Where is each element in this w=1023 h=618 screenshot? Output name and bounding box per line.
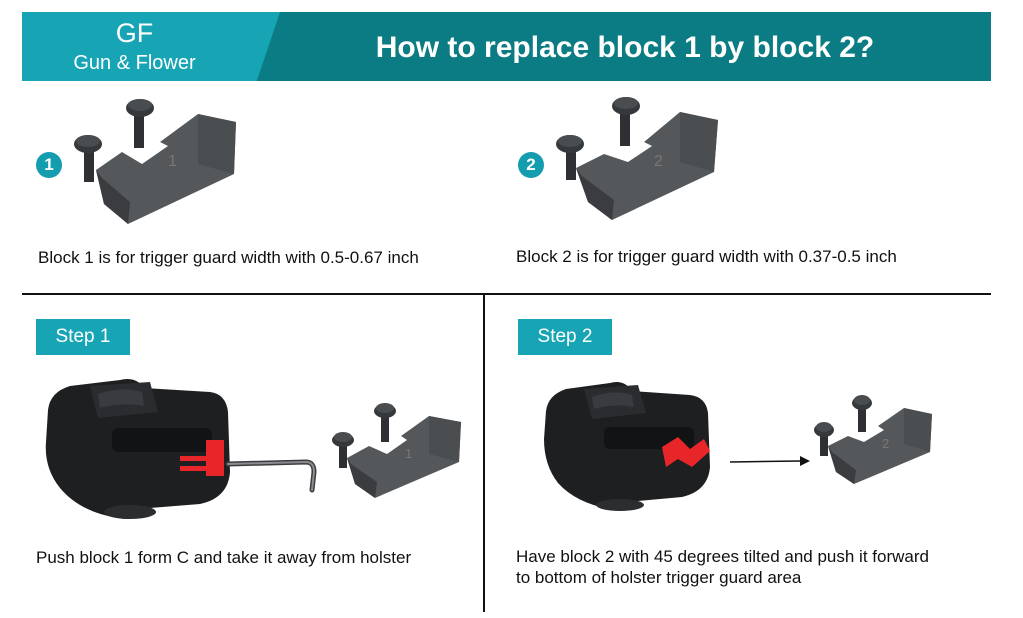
step-2-caption-line-1: Have block 2 with 45 degrees tilted and … bbox=[516, 547, 929, 566]
step-1-caption: Push block 1 form C and take it away fro… bbox=[36, 548, 412, 567]
brand-panel bbox=[22, 12, 280, 81]
brand-logo-text: GF bbox=[115, 18, 154, 48]
block-2-illustration: 2 bbox=[556, 97, 718, 220]
brand-name: Gun & Flower bbox=[73, 52, 196, 74]
block-1-illustration: 1 bbox=[74, 99, 236, 224]
badge-block-2: 2 bbox=[518, 152, 544, 178]
step-1-holster-illustration bbox=[45, 379, 317, 519]
section-divider-vertical bbox=[483, 294, 485, 612]
step-2-holster-illustration bbox=[544, 382, 710, 511]
step-1-block-engraving: 1 bbox=[405, 446, 412, 461]
step-2-block-illustration: 2 bbox=[814, 395, 932, 484]
block-1-engraving: 1 bbox=[168, 153, 177, 170]
step-2-caption-line-2: to bottom of holster trigger guard area bbox=[516, 568, 802, 587]
step-2-block-engraving: 2 bbox=[882, 436, 889, 451]
section-divider-horizontal bbox=[22, 293, 991, 295]
step-2-label: Step 2 bbox=[518, 319, 612, 355]
block-1-caption: Block 1 is for trigger guard width with … bbox=[38, 248, 419, 267]
step-1-label: Step 1 bbox=[36, 319, 130, 355]
step-1-block-illustration: 1 bbox=[332, 403, 461, 498]
page-title: How to replace block 1 by block 2? bbox=[375, 31, 875, 64]
block-2-caption: Block 2 is for trigger guard width with … bbox=[516, 247, 897, 266]
badge-block-1: 1 bbox=[36, 152, 62, 178]
block-2-engraving: 2 bbox=[654, 153, 663, 170]
step-2-arrow bbox=[729, 456, 810, 466]
